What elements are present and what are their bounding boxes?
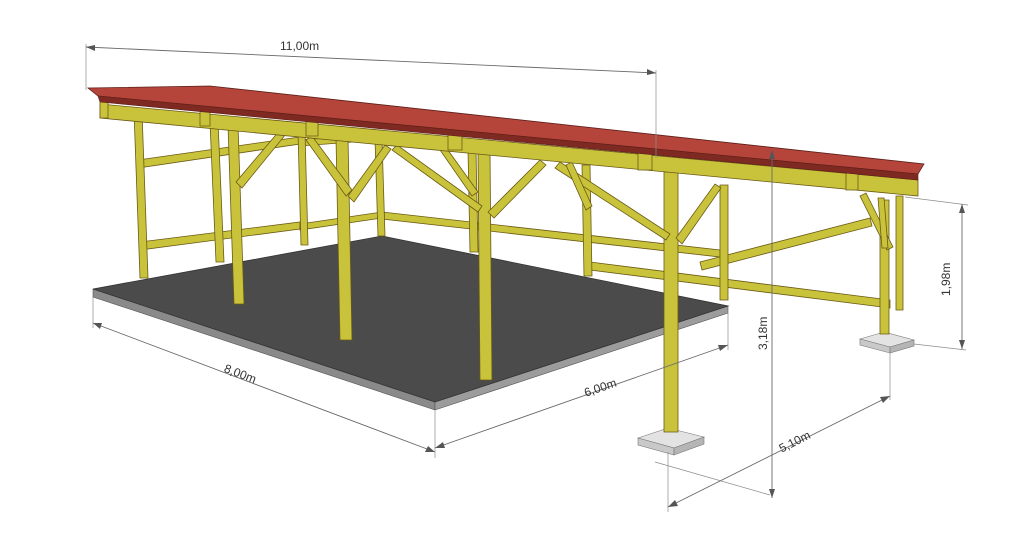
brace-2b <box>347 144 392 203</box>
post-front-4 <box>663 171 679 433</box>
post-rear-2 <box>209 121 225 263</box>
dim-line-floor-width <box>434 344 729 449</box>
post-front-3 <box>477 151 493 381</box>
roof <box>86 85 925 181</box>
rail-side-diag <box>699 217 873 271</box>
footing-back <box>858 331 916 354</box>
floor-slab-top <box>92 235 730 403</box>
post-rear-1 <box>133 111 149 279</box>
dim-line-floor-length <box>92 322 436 453</box>
post-rear-9 <box>895 195 904 311</box>
dim-label-high-height: 3,18m <box>756 317 770 350</box>
post-rear-7 <box>719 184 729 301</box>
floor-slab <box>92 235 730 411</box>
dim-label-depth: 5,10m <box>777 428 813 456</box>
brace-4b <box>675 183 722 245</box>
dim-line-depth <box>667 395 891 508</box>
beam-end-6 <box>845 171 859 191</box>
brace-3b <box>487 159 547 219</box>
brace-1a <box>235 129 287 189</box>
dim-label-top-length: 11,00m <box>280 39 319 53</box>
dim-label-floor-length: 8,00m <box>222 361 258 386</box>
timber-frame <box>99 99 919 433</box>
dimension-lines: 11,00m 8,00m 6,00m 1,98m 3,18m <box>85 39 969 512</box>
dim-label-low-height: 1,98m <box>939 263 953 296</box>
brace-5b <box>877 197 889 249</box>
roof-edge <box>97 95 919 181</box>
dim-line-top <box>85 46 657 74</box>
dim-label-floor-width: 6,00m <box>582 376 618 400</box>
roof-top <box>86 85 925 175</box>
footings <box>636 331 916 456</box>
footing-front <box>636 427 706 456</box>
